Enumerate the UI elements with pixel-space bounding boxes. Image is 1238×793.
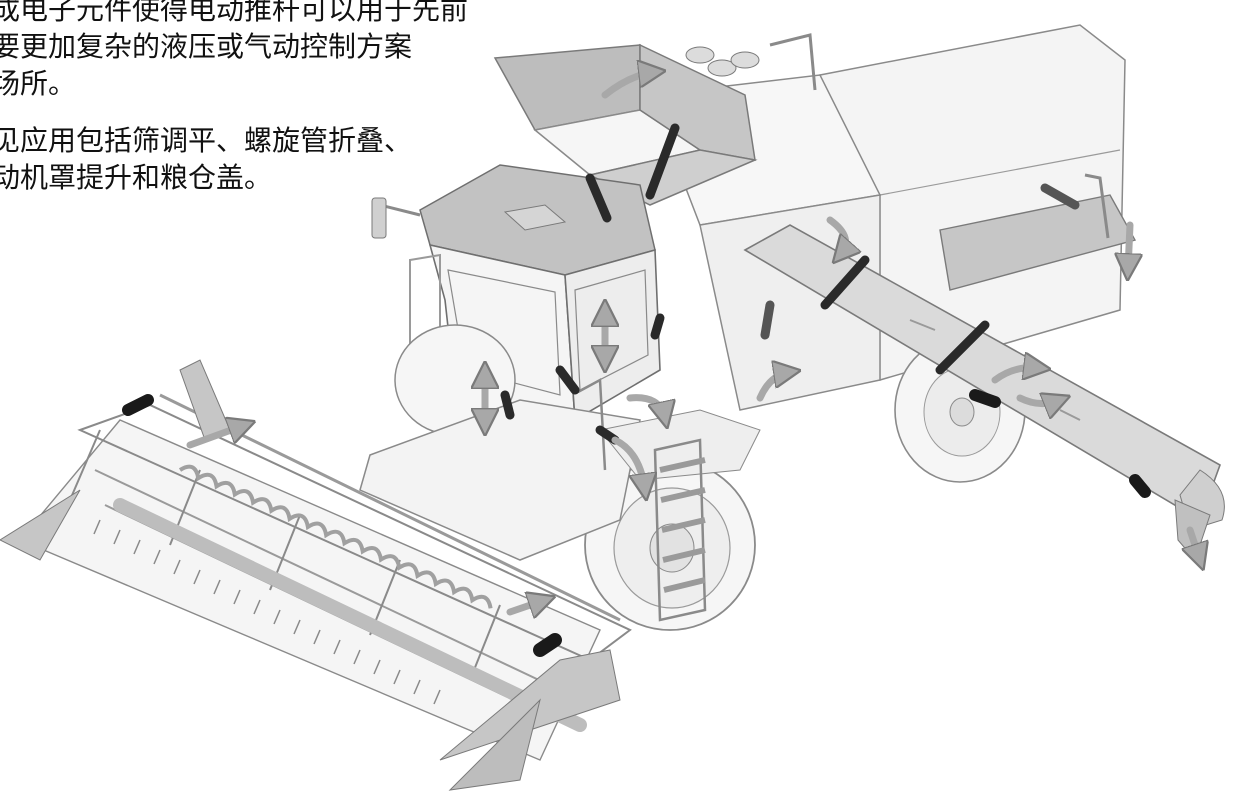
motion-arrows (186, 72, 1200, 612)
caption-line-4: 见应用包括筛调平、螺旋管折叠、 (0, 124, 413, 157)
caption-line-3: 场所。 (0, 67, 77, 100)
header-auger (178, 464, 493, 609)
caption-line-5: 动机罩提升和粮仓盖。 (0, 161, 273, 194)
access-ladder (577, 377, 707, 622)
electric-actuators (122, 123, 1151, 657)
feeder-house (359, 399, 761, 561)
caption-line-2: 要更加复杂的液压或气动控制方案 (0, 30, 413, 63)
caption-line-1: 成电子元件使得电动推杆可以用于先前 (0, 0, 469, 26)
air-filters (685, 33, 817, 91)
cutter-bar (93, 519, 441, 705)
